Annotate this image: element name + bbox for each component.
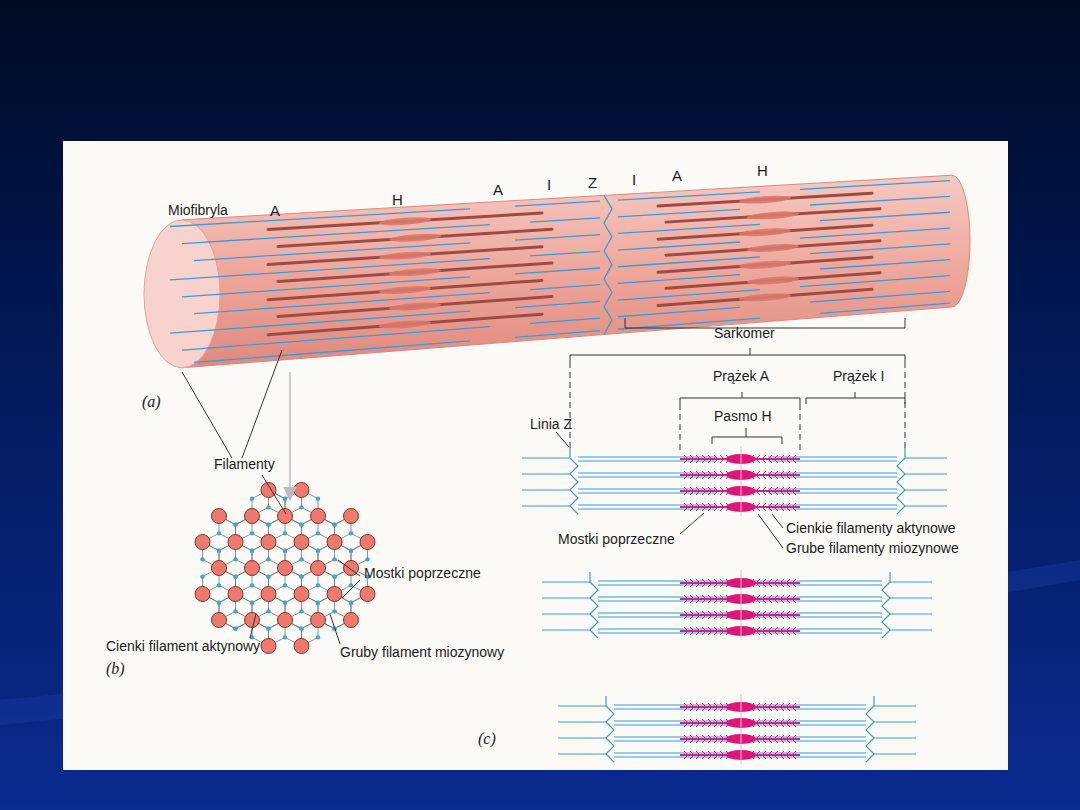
band-letter: Z (588, 175, 597, 192)
part-label: Sarkomer (714, 326, 775, 341)
band-label: Prążek I (833, 369, 884, 384)
band-label: Pasmo H (714, 409, 772, 424)
panel-letter: (a) (142, 393, 161, 411)
part-label: Mostki poprzeczne (558, 532, 675, 547)
band-letter: H (392, 192, 403, 209)
section-arrow (289, 372, 291, 498)
cross-section-lattice (195, 483, 375, 654)
sarcomere-diagrams (522, 446, 947, 764)
figure-panel (63, 141, 1008, 770)
band-letter: A (493, 182, 503, 199)
band-letter: H (757, 163, 768, 180)
part-label: Mostki poprzeczne (364, 566, 481, 581)
panel-letter: (c) (478, 730, 496, 748)
band-label: Prążek A (713, 369, 769, 384)
leader-lines (182, 318, 905, 644)
part-label: Gruby filament miozynowy (340, 645, 504, 660)
part-label: Miofibryla (168, 203, 228, 218)
part-label: Cienki filament aktynowy (106, 639, 260, 654)
part-label: Filamenty (214, 457, 275, 472)
band-letter: I (547, 177, 551, 194)
part-label: Cienkie filamenty aktynowe (786, 521, 956, 536)
part-label: Linia Z (530, 417, 572, 432)
myofibril-cylinder (144, 175, 970, 368)
band-letter: A (672, 168, 682, 185)
band-letter: I (632, 172, 636, 189)
part-label: Grube filamenty miozynowe (786, 541, 959, 556)
panel-letter: (b) (106, 660, 125, 678)
band-letter: A (270, 203, 280, 220)
